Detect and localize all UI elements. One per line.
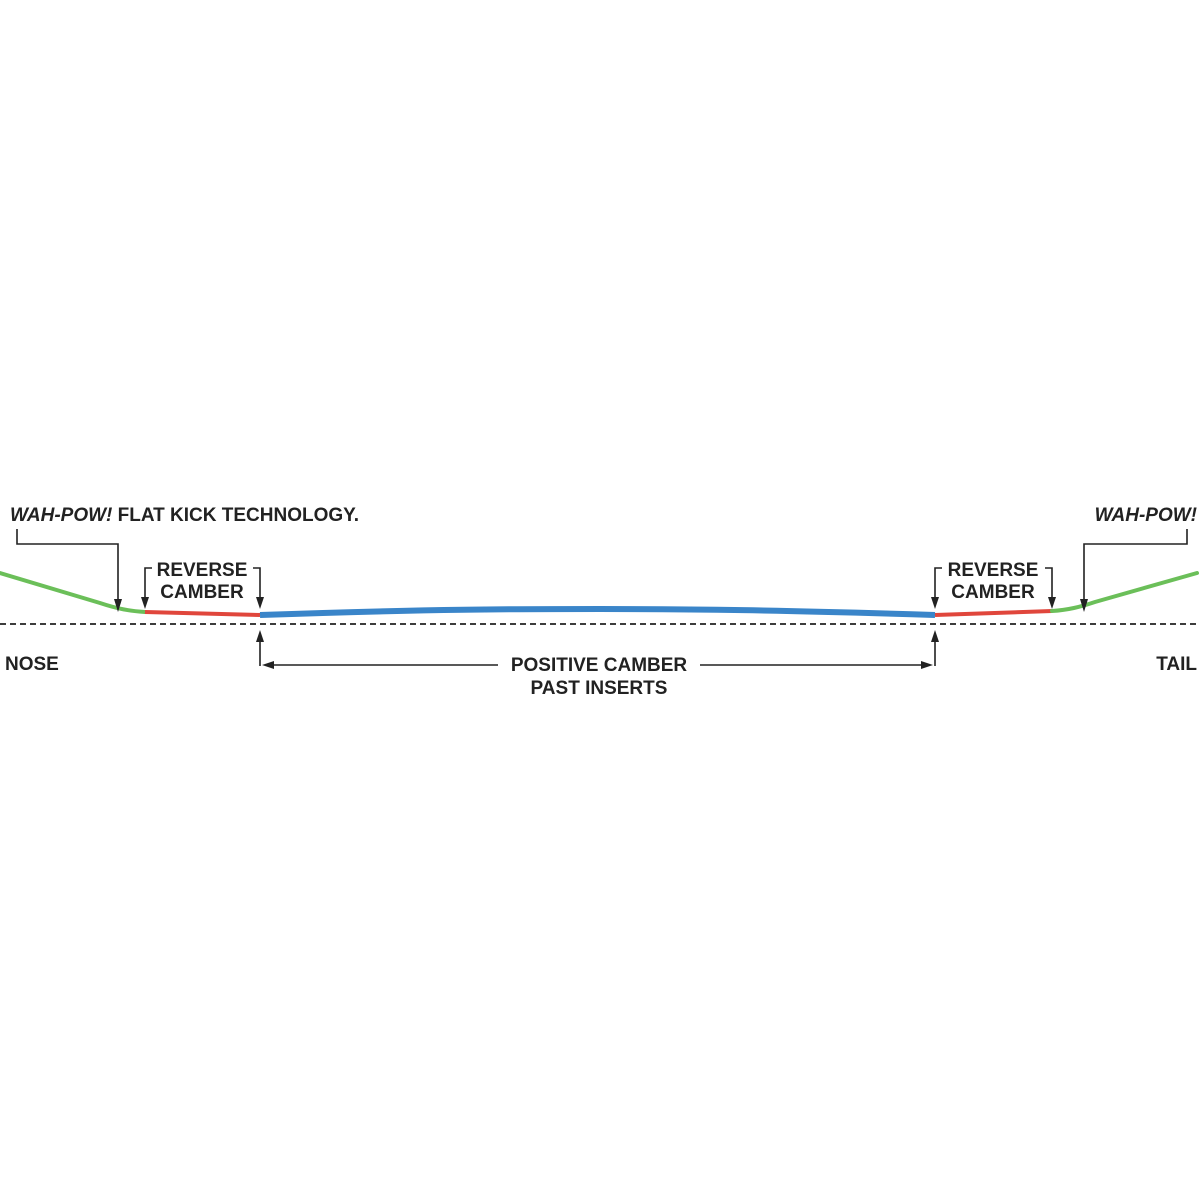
wahpow-left-text: WAH-POW! bbox=[10, 505, 112, 526]
nose-label: NOSE bbox=[5, 654, 59, 675]
reverse-right-arrowhead-left bbox=[931, 597, 939, 609]
flat-kick-text: FLAT KICK TECHNOLOGY. bbox=[112, 505, 359, 526]
reverse-left-arrowhead-right bbox=[256, 597, 264, 609]
positive-dim-arrowhead-right bbox=[921, 661, 933, 669]
tail-label: TAIL bbox=[1156, 654, 1197, 675]
reverse-camber-right-line2: CAMBER bbox=[951, 582, 1035, 603]
positive-camber-line1: POSITIVE CAMBER bbox=[511, 655, 688, 676]
reverse-right-bracket-left bbox=[934, 567, 942, 603]
flat-kick-label: WAH-POW! FLAT KICK TECHNOLOGY. bbox=[10, 505, 359, 526]
positive-camber-segment bbox=[259, 605, 936, 618]
tail-kick-segment bbox=[1050, 571, 1199, 613]
tail-reverse-camber-segment bbox=[934, 609, 1053, 617]
nose-kick-segment bbox=[0, 571, 147, 614]
positive-left-up-arrowhead bbox=[256, 630, 264, 642]
wahpow-right-callout bbox=[1083, 529, 1188, 605]
reverse-left-arrowhead-left bbox=[141, 597, 149, 609]
reverse-left-bracket-left bbox=[144, 567, 152, 603]
reverse-right-arrowhead-right bbox=[1048, 597, 1056, 609]
reverse-camber-left-line2: CAMBER bbox=[160, 582, 244, 603]
reverse-right-bracket-right bbox=[1045, 567, 1053, 603]
positive-camber-line2: PAST INSERTS bbox=[531, 678, 668, 699]
positive-right-up-arrowhead bbox=[931, 630, 939, 642]
nose-reverse-camber-segment bbox=[144, 610, 261, 617]
reverse-camber-left-line1: REVERSE bbox=[157, 560, 248, 581]
reverse-left-bracket-right bbox=[253, 567, 261, 603]
positive-dim-arrowhead-left bbox=[262, 661, 274, 669]
wahpow-right-label: WAH-POW! bbox=[1095, 505, 1197, 526]
wahpow-left-callout bbox=[16, 529, 119, 605]
reverse-camber-right-line1: REVERSE bbox=[948, 560, 1039, 581]
wahpow-left-arrowhead bbox=[114, 599, 122, 612]
wahpow-right-arrowhead bbox=[1080, 599, 1088, 612]
